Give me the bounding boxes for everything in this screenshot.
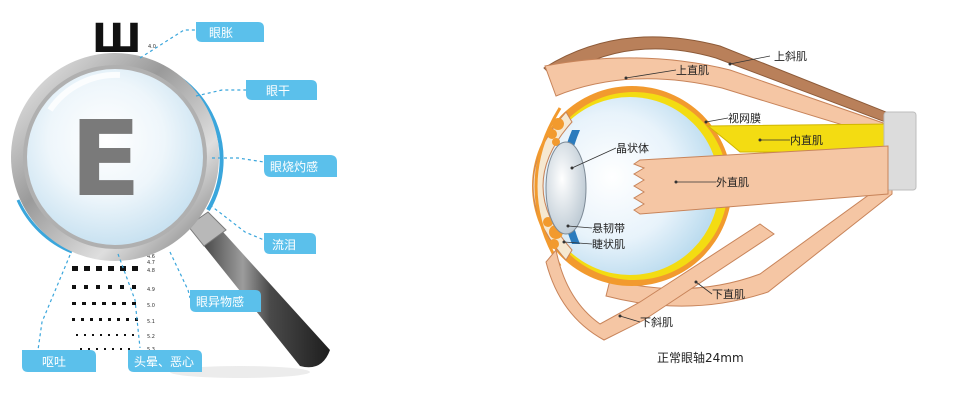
acuity-mark: 5.0	[147, 303, 155, 309]
label-zonule: 悬韧带	[592, 222, 625, 235]
symptom-label: 流泪	[272, 238, 296, 252]
chart-row-3	[72, 302, 136, 305]
acuity-mark: 4.9	[147, 287, 155, 293]
symptom-tag-tearing: 流泪	[264, 233, 316, 254]
label-ciliary-muscle: 睫状肌	[592, 237, 625, 251]
chart-letter-lens: E	[70, 98, 141, 220]
inferior-oblique-muscle	[545, 223, 775, 341]
symptom-tag-eye-swelling: 眼胀	[196, 22, 264, 42]
acuity-scale: 4.6 4.7 4.8 4.9 5.0 5.1 5.2 5.3	[147, 254, 155, 353]
label-inferior-rectus: 下直肌	[712, 287, 745, 301]
label-inferior-oblique: 下斜肌	[640, 316, 673, 329]
ciliary-body	[543, 118, 564, 249]
symptom-label: 眼干	[266, 84, 290, 98]
label-superior-oblique: 上斜肌	[774, 50, 807, 63]
label-retina: 视网膜	[728, 111, 761, 125]
magnifier-handle	[170, 211, 330, 378]
chart-row-4	[72, 318, 138, 321]
right-panel: 上斜肌 上直肌 视网膜 内直肌 晶状体 外直肌 悬韧带 睫状肌 下直肌 下斜肌 …	[532, 36, 917, 365]
acuity-mark: 5.1	[147, 319, 155, 325]
label-lateral-rectus: 外直肌	[716, 175, 749, 189]
eyeball	[532, 86, 732, 286]
acuity-mark: 4.6	[147, 254, 155, 260]
label-superior-rectus: 上直肌	[676, 63, 709, 77]
symptom-label: 眼烧灼感	[270, 159, 318, 174]
caption-axial-length: 正常眼轴24mm	[657, 350, 744, 365]
crystalline-lens	[545, 141, 587, 235]
symptom-tag-dizziness: 头晕、恶心	[128, 350, 202, 372]
blue-arc-inner	[16, 199, 73, 254]
symptom-label: 呕吐	[42, 355, 66, 369]
label-leaders	[563, 55, 790, 323]
left-panel: Ш 4.0	[11, 16, 337, 378]
symptom-label: 头晕、恶心	[134, 355, 194, 369]
symptom-leaders	[37, 29, 265, 351]
acuity-mark: 4.7	[147, 260, 155, 266]
chart-row-1	[72, 266, 138, 271]
chart-row-2	[72, 285, 136, 289]
symptom-label: 眼异物感	[196, 294, 244, 309]
orbital-apex	[883, 111, 917, 191]
label-dots	[562, 62, 762, 318]
magnifier-lens: E	[11, 53, 219, 261]
chart-row-5	[76, 334, 134, 336]
symptom-tag-burning: 眼烧灼感	[264, 155, 337, 177]
symptom-label: 眼胀	[209, 26, 233, 40]
symptom-tag-dry-eye: 眼干	[246, 80, 317, 100]
symptom-tag-vomiting: 呕吐	[22, 350, 96, 372]
chart-row-6	[80, 348, 130, 350]
eye-chart-rows	[72, 266, 138, 350]
acuity-mark: 5.2	[147, 334, 155, 340]
label-lens: 晶状体	[616, 141, 649, 155]
label-medial-rectus: 内直肌	[790, 133, 823, 147]
acuity-mark-top: 4.0	[148, 44, 156, 50]
acuity-mark: 4.8	[147, 268, 155, 274]
lateral-rectus-muscle	[632, 145, 889, 215]
symptom-tag-foreign-body: 眼异物感	[190, 290, 261, 312]
